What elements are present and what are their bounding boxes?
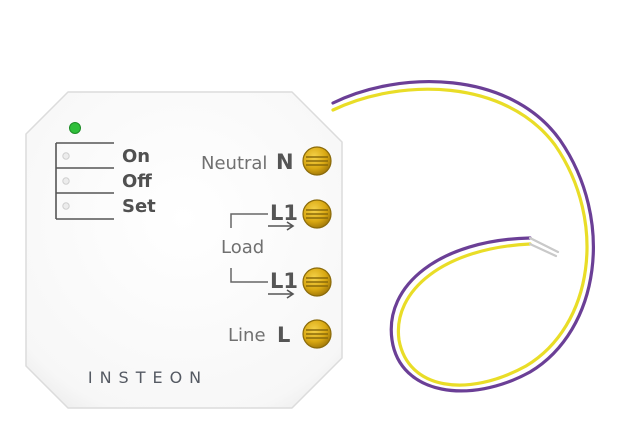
set-button-label[interactable]: Set [122,196,156,217]
brand-logo: INSTEON [88,368,208,387]
load-top-code: L1 [270,201,298,225]
load-label: Load [221,237,264,258]
status-led-icon [69,122,81,134]
off-button-label[interactable]: Off [122,171,152,192]
wire-bundle [331,80,595,393]
neutral-label: Neutral [201,153,267,174]
load-bracket [230,213,268,283]
load-top-arrow-icon [268,221,295,231]
wire-strip-end [528,236,560,258]
purple-wire [331,80,595,393]
button-panel [55,142,114,220]
line-code: L [277,323,290,347]
neutral-code: N [276,150,294,174]
screw-load-top-icon [302,199,332,229]
screw-line-icon [302,319,332,349]
screw-load-bottom-icon [302,267,332,297]
terminal-screws [302,146,332,349]
yellow-wire [331,87,589,387]
line-label: Line [228,325,266,346]
button-dots [62,152,70,210]
screw-neutral-icon [302,146,332,176]
device-housing [25,91,343,409]
on-button-label[interactable]: On [122,146,150,167]
load-bottom-arrow-icon [268,289,295,299]
load-bottom-code: L1 [270,269,298,293]
